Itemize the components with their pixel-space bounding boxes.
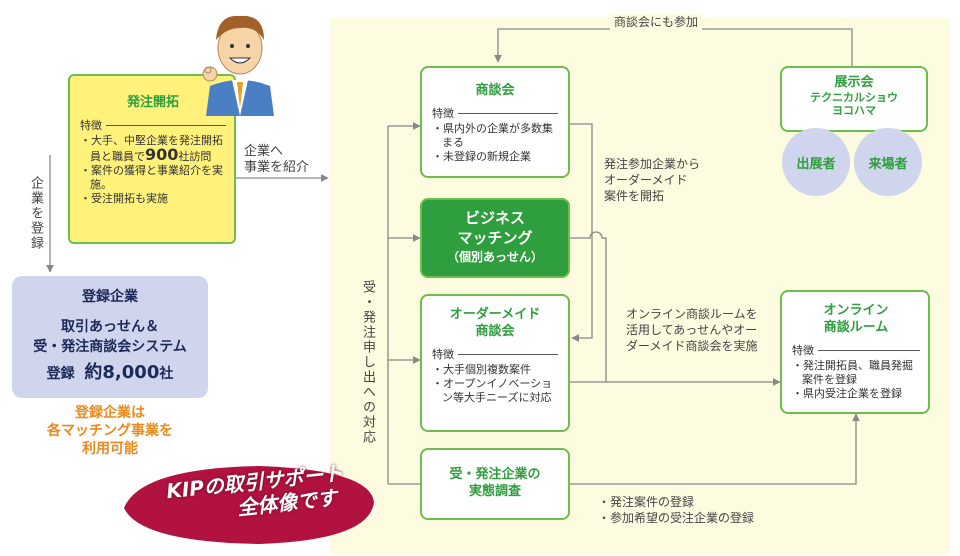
ordermade-title1: オーダーメイド [449, 307, 541, 322]
shodankai-feature-list: 県内外の企業が多数集まる 未登録の新規企業 [432, 122, 558, 164]
jittai-title2: 実態調査 [468, 484, 521, 499]
toroku-note: 登録企業は 各マッチング事業を 利用可能 [47, 405, 173, 457]
business-line2: マッチング [457, 229, 533, 247]
list-item: 案件の獲得と事業紹介を実施。 [80, 164, 226, 192]
toroku-line1: 取引あっせん＆ [61, 319, 159, 335]
toroku-title: 登録企業 [82, 289, 138, 305]
hatchu-feature-label: 特徴 [80, 119, 102, 132]
list-item: オープンイノベーション等大手ニーズに対応 [432, 377, 558, 405]
business-line3: （個別あっせん） [446, 250, 543, 264]
shodankai-feature-label: 特徴 [432, 107, 454, 120]
hatchu-feature-list: 大手、中堅企業を発注開拓員と職員で900社訪問 案件の獲得と事業紹介を実施。 受… [80, 134, 226, 206]
toroku-count: 登録 約8,000社 [46, 362, 174, 383]
kigyo-toroku-label: 企業を登録 [28, 176, 43, 251]
kigyo-shokai-label: 企業へ 事業を紹介 [244, 144, 310, 175]
online-feature-label: 特徴 [792, 344, 814, 357]
list-item: 発注開拓員、職員発掘案件を登録 [792, 359, 920, 387]
list-item: 県内受注企業を登録 [792, 387, 920, 401]
hatchu-title: 発注開拓 [126, 95, 179, 110]
exhibitor-circle: 出展者 [782, 128, 850, 196]
jittai-box: 受・発注企業の 実態調査 [420, 448, 570, 520]
hatchu-feature-heading: 特徴 [80, 117, 226, 133]
jittai-title1: 受・発注企業の [449, 467, 541, 482]
online-title2: 商談ルーム [823, 320, 889, 335]
tenjikai-box: 展示会 テクニカルショウ ヨコハマ [780, 66, 928, 132]
list-item: 大手、中堅企業を発注開拓員と職員で900社訪問 [80, 134, 226, 164]
bottom-note-1: ・発注案件の登録 [598, 495, 695, 509]
list-item: 未登録の新規企業 [432, 150, 558, 164]
shodankai-feature-heading: 特徴 [432, 105, 558, 121]
business-matching-box: ビジネス マッチング （個別あっせん） [420, 198, 570, 278]
list-item: 受注開拓も実施 [80, 192, 226, 206]
banner-shape [124, 466, 374, 544]
online-feature-heading: 特徴 [792, 342, 920, 358]
visitor-circle: 来場者 [854, 128, 922, 196]
ordermade-box: オーダーメイド 商談会 特徴 大手個別複数案件 オープンイノベーション等大手ニー… [420, 294, 570, 432]
shodankai-title: 商談会 [475, 83, 515, 98]
ordermade-feature-list: 大手個別複数案件 オープンイノベーション等大手ニーズに対応 [432, 363, 558, 405]
online-title1: オンライン [823, 303, 889, 318]
businessman-illustration [202, 15, 274, 116]
list-item: 県内外の企業が多数集まる [432, 122, 558, 150]
hatchu-box: 発注開拓 特徴 大手、中堅企業を発注開拓員と職員で900社訪問 案件の獲得と事業… [68, 74, 236, 244]
ordermade-feature-heading: 特徴 [432, 346, 558, 362]
hatchu-sanka-label: 発注参加企業から オーダーメイド 案件を開拓 [604, 157, 701, 203]
tenjikai-sub2: ヨコハマ [832, 104, 876, 117]
toroku-box: 登録企業 取引あっせん＆ 受・発注商談会システム 登録 約8,000社 [12, 276, 208, 398]
ukehatchu-taio-label: 受・発注申し出への対応 [360, 280, 375, 445]
ordermade-feature-label: 特徴 [432, 348, 454, 361]
business-line1: ビジネス [464, 209, 525, 227]
shodankai-box: 商談会 特徴 県内外の企業が多数集まる 未登録の新規企業 [420, 66, 570, 178]
toroku-line2: 受・発注商談会システム [33, 339, 187, 355]
shodankai-sanka-label: 商談会にも参加 [610, 14, 703, 30]
online-room-box: オンライン 商談ルーム 特徴 発注開拓員、職員発掘案件を登録 県内受注企業を登録 [780, 290, 930, 414]
bottom-note-2: ・参加希望の受注企業の登録 [598, 511, 755, 525]
tenjikai-sub1: テクニカルショウ [810, 91, 898, 104]
list-item: 大手個別複数案件 [432, 363, 558, 377]
ordermade-title2: 商談会 [475, 324, 515, 339]
online-note: オンライン商談ルームを活用してあっせんやオーダーメイド商談会を実施 [626, 307, 758, 353]
online-feature-list: 発注開拓員、職員発掘案件を登録 県内受注企業を登録 [792, 359, 920, 401]
tenjikai-title: 展示会 [834, 75, 874, 90]
